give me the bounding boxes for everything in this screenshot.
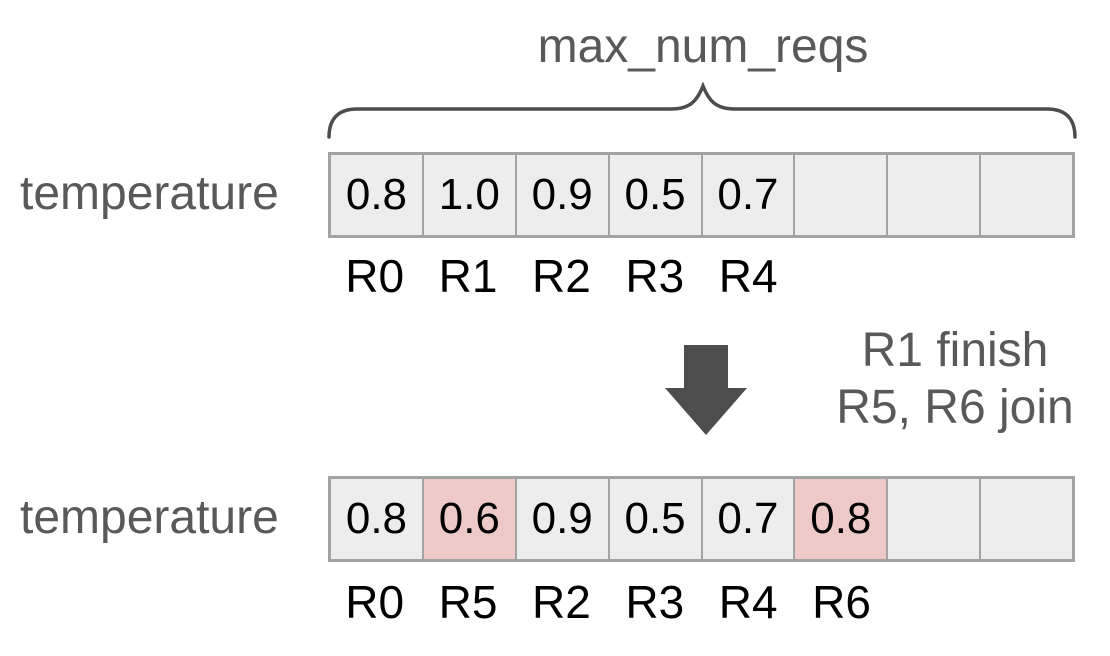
array-cell: 0.7 [700, 155, 794, 235]
cell-value: 0.7 [717, 494, 779, 543]
request-label: R3 [625, 576, 685, 628]
request-label [982, 254, 1075, 298]
cell-value: 0.7 [717, 170, 779, 219]
cell-value: 0.8 [345, 170, 408, 219]
request-label: R0 [345, 576, 405, 628]
array-cell [979, 479, 1072, 559]
cell-value: 0.6 [438, 494, 500, 543]
temperature-array-before: 0.8 1.0 0.9 0.5 0.7 [328, 152, 1075, 238]
array-cell: 0.9 [514, 155, 608, 235]
request-label: R0 [345, 250, 405, 302]
array-cell: 0.8 [331, 479, 422, 559]
array-cell: 0.8 [793, 479, 887, 559]
transition-note: R1 finish R5, R6 join [800, 322, 1110, 436]
cell-value: 1.0 [438, 170, 500, 219]
temperature-array-after: 0.8 0.6 0.9 0.5 0.7 0.8 [328, 476, 1075, 562]
request-label: R2 [532, 250, 591, 302]
request-labels-before: R0 R1 R2 R3 R4 [328, 250, 1075, 302]
array-cell: 0.7 [700, 479, 794, 559]
array-cell: 0.5 [607, 155, 701, 235]
array-cell: 0.5 [607, 479, 701, 559]
array-cell: 0.9 [514, 479, 608, 559]
max-num-reqs-label: max_num_reqs [537, 20, 869, 73]
row-label-temperature-before: temperature [20, 167, 279, 220]
array-cell: 0.8 [331, 155, 422, 235]
row-label-temperature-after: temperature [20, 491, 279, 544]
array-cell [886, 479, 980, 559]
down-arrow-icon [665, 345, 747, 435]
horizontal-curly-brace-icon [327, 82, 1077, 139]
request-labels-after: R0 R5 R2 R3 R4 R6 [328, 576, 1075, 628]
cell-value: 0.9 [531, 494, 593, 543]
array-cell: 1.0 [421, 155, 515, 235]
array-cell [979, 155, 1072, 235]
request-label: R5 [438, 576, 498, 628]
cell-value: 0.8 [810, 494, 872, 543]
cell-value: 0.5 [624, 170, 686, 219]
cell-value: 0.8 [345, 494, 408, 543]
request-label [888, 580, 981, 624]
request-label: R3 [625, 250, 685, 302]
request-label: R1 [438, 250, 498, 302]
request-label [982, 580, 1075, 624]
cell-value: 0.5 [624, 494, 686, 543]
request-label: R2 [532, 576, 591, 628]
request-label: R6 [812, 576, 871, 628]
cell-value: 0.9 [531, 170, 593, 219]
request-label: R4 [718, 250, 778, 302]
array-cell [886, 155, 980, 235]
transition-line-2: R5, R6 join [836, 381, 1074, 434]
transition-line-1: R1 finish [861, 324, 1049, 377]
request-label: R4 [718, 576, 778, 628]
request-label [888, 254, 981, 298]
array-cell [793, 155, 887, 235]
request-label [795, 254, 888, 298]
array-cell: 0.6 [421, 479, 515, 559]
